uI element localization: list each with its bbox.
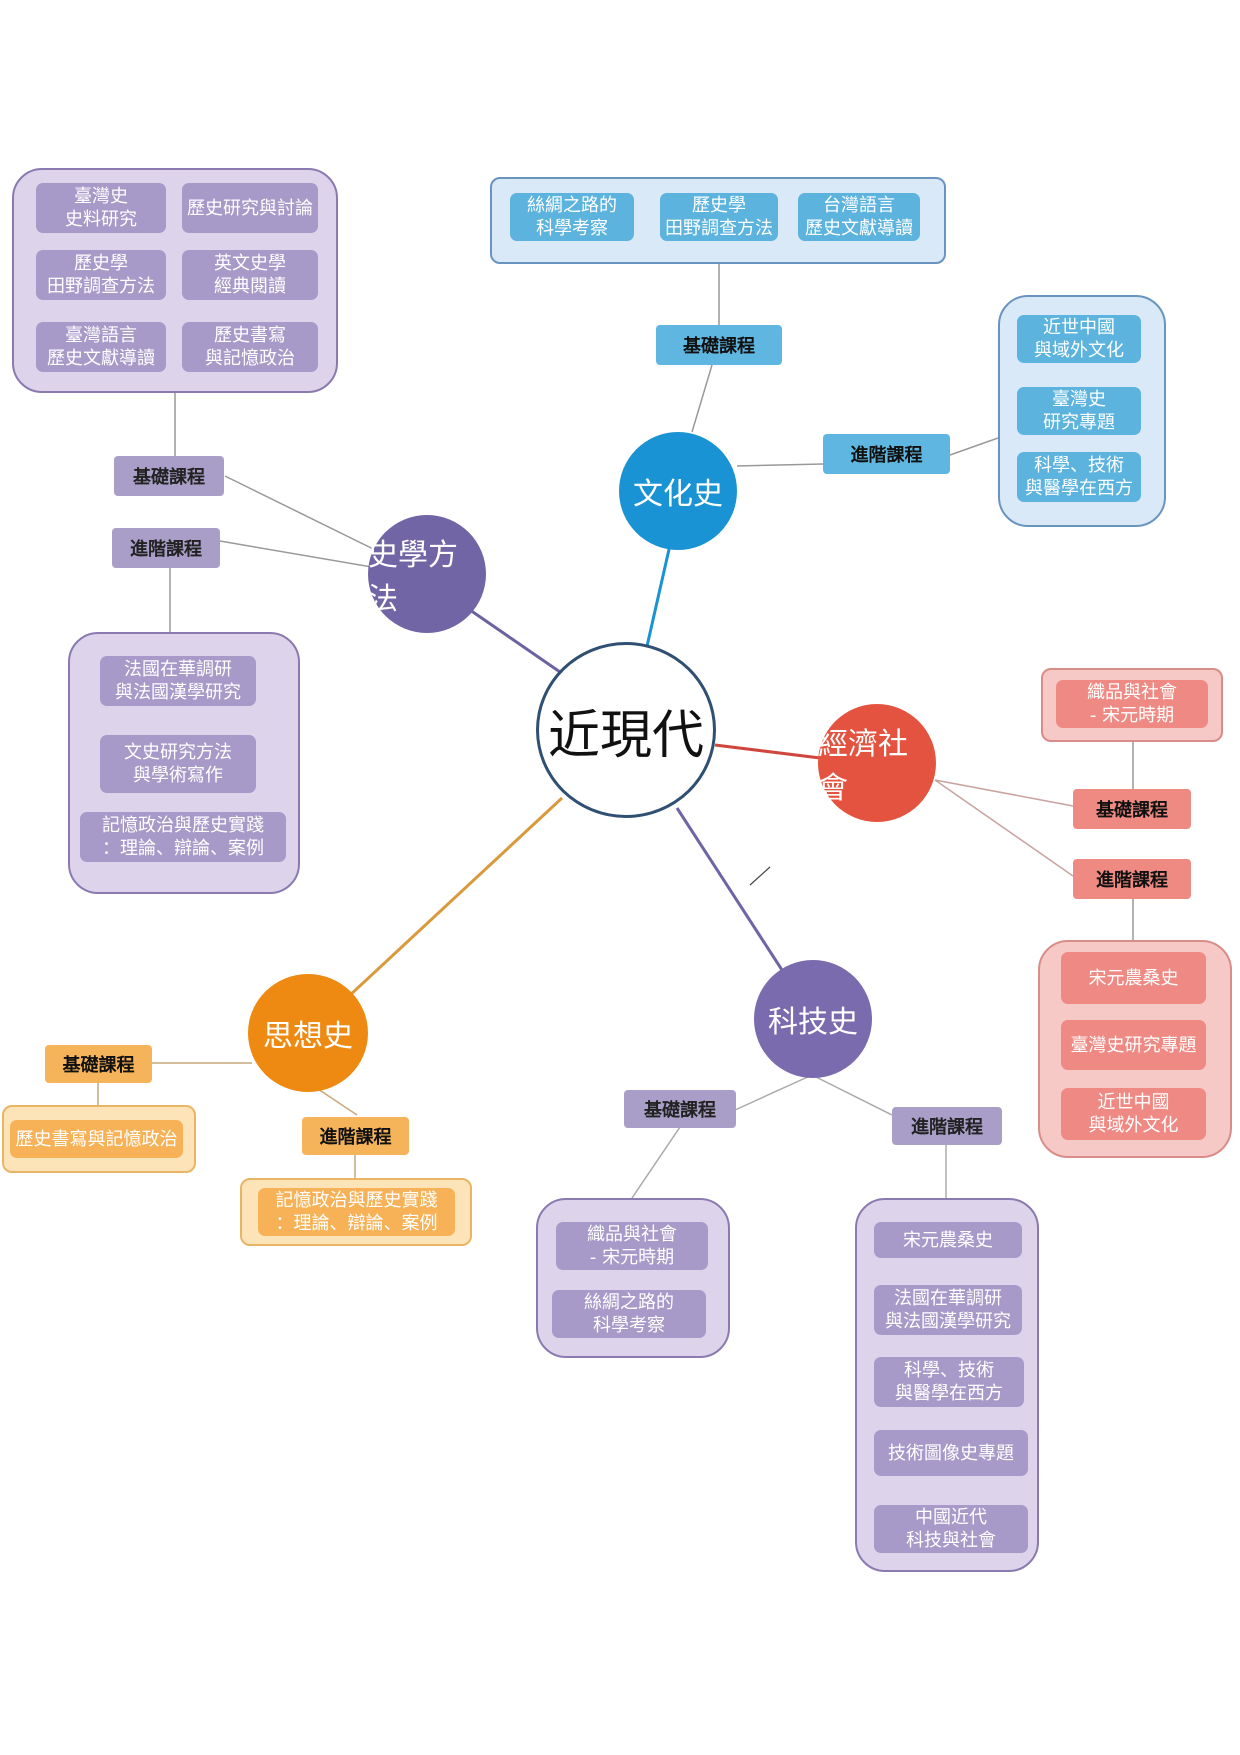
course-box[interactable]: 記憶政治與歷史實踐 ：理論、辯論、案例 [258, 1188, 455, 1236]
economy-basic-label[interactable]: 基礎課程 [1073, 789, 1191, 829]
node-historiography[interactable]: 史學方法 [368, 515, 486, 633]
technology-basic-label[interactable]: 基礎課程 [624, 1090, 736, 1128]
course-box[interactable]: 科學、技術 與醫學在西方 [1017, 452, 1141, 502]
course-box[interactable]: 法國在華調研 與法國漢學研究 [100, 656, 256, 706]
link-center-thought [346, 796, 564, 999]
course-box[interactable]: 絲綢之路的 科學考察 [552, 1290, 706, 1338]
course-box[interactable]: 宋元農桑史 [874, 1222, 1022, 1258]
course-box[interactable]: 歷史書寫 與記憶政治 [182, 322, 318, 372]
course-box[interactable]: 中國近代 科技與社會 [874, 1505, 1028, 1553]
link-center-culture [643, 544, 672, 656]
course-box[interactable]: 臺灣語言 歷史文獻導讀 [36, 322, 166, 372]
course-box[interactable]: 記憶政治與歷史實踐 ：理論、辯論、案例 [80, 812, 286, 862]
course-box[interactable]: 法國在華調研 與法國漢學研究 [874, 1285, 1022, 1335]
stray-arrow [749, 866, 771, 886]
historiography-basic-label[interactable]: 基礎課程 [114, 456, 224, 496]
course-box[interactable]: 近世中國 與域外文化 [1017, 315, 1141, 363]
course-box[interactable]: 文史研究方法 與學術寫作 [100, 735, 256, 793]
link-center-historiography [469, 608, 561, 674]
node-technology[interactable]: 科技史 [754, 960, 872, 1078]
course-box[interactable]: 絲綢之路的 科學考察 [510, 193, 634, 241]
thought-advanced-label[interactable]: 進階課程 [302, 1117, 409, 1155]
course-box[interactable]: 英文史學 經典閱讀 [182, 250, 318, 300]
node-thought[interactable]: 思想史 [248, 974, 368, 1092]
course-box[interactable]: 織品與社會 - 宋元時期 [556, 1222, 708, 1270]
technology-advanced-label[interactable]: 進階課程 [892, 1107, 1002, 1145]
course-box[interactable]: 臺灣史研究專題 [1061, 1020, 1206, 1070]
culture-basic-label[interactable]: 基礎課程 [656, 325, 782, 365]
course-box[interactable]: 歷史學 田野調查方法 [36, 250, 166, 300]
course-box[interactable]: 技術圖像史專題 [874, 1430, 1028, 1476]
economy-advanced-label[interactable]: 進階課程 [1073, 859, 1191, 899]
course-box[interactable]: 織品與社會 - 宋元時期 [1056, 680, 1208, 728]
course-box[interactable]: 宋元農桑史 [1061, 952, 1206, 1004]
culture-advanced-label[interactable]: 進階課程 [823, 434, 950, 474]
center-node[interactable]: 近現代 [536, 642, 716, 818]
course-box[interactable]: 臺灣史 史料研究 [36, 183, 166, 233]
course-box[interactable]: 台灣語言 歷史文獻導讀 [798, 193, 920, 241]
course-box[interactable]: 歷史研究與討論 [182, 183, 318, 233]
course-box[interactable]: 臺灣史 研究專題 [1017, 387, 1141, 435]
link-center-technology [675, 807, 784, 971]
link-center-economy [714, 743, 821, 760]
course-box[interactable]: 歷史學 田野調查方法 [660, 193, 778, 241]
node-culture[interactable]: 文化史 [619, 432, 737, 550]
node-economy[interactable]: 經濟社會 [818, 704, 936, 822]
thought-basic-label[interactable]: 基礎課程 [45, 1045, 152, 1083]
course-box[interactable]: 歷史書寫與記憶政治 [10, 1120, 183, 1158]
course-box[interactable]: 近世中國 與域外文化 [1061, 1088, 1206, 1140]
course-box[interactable]: 科學、技術 與醫學在西方 [874, 1357, 1024, 1407]
historiography-advanced-label[interactable]: 進階課程 [112, 528, 220, 568]
